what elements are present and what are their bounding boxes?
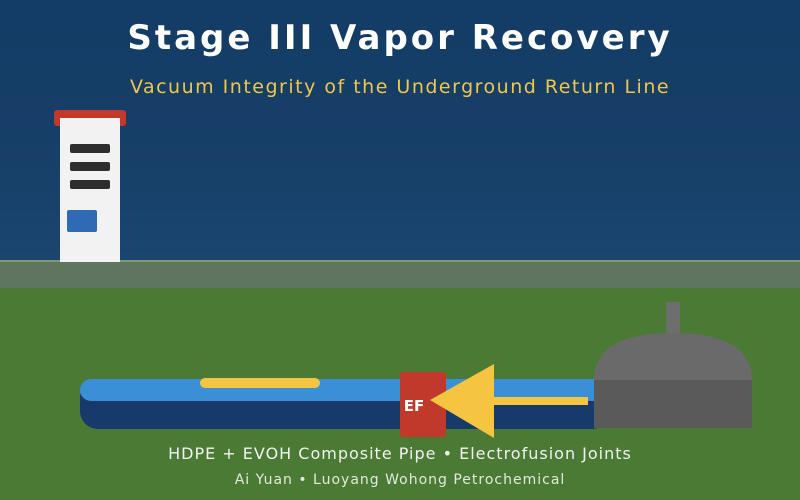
electrofusion-joint [400,372,446,437]
diagram-credit: Ai Yuan • Luoyang Wohong Petrochemical [234,472,566,488]
pipe-highlight [200,378,320,388]
ground-surface [0,260,800,288]
storage-tank-icon [594,302,752,428]
dispenser-screen [67,210,97,232]
diagram-caption: HDPE + EVOH Composite Pipe • Electrofusi… [168,444,632,463]
page-subtitle: Vacuum Integrity of the Underground Retu… [129,76,671,98]
page-title: Stage III Vapor Recovery [127,18,673,58]
dispenser-slot [70,162,110,171]
dispenser-slot [70,144,110,153]
dispenser-slot [70,180,110,189]
flow-arrow-icon [430,364,588,438]
sky-background [0,0,800,262]
fuel-dispenser-icon [60,118,120,262]
joint-label: EF [403,397,425,415]
